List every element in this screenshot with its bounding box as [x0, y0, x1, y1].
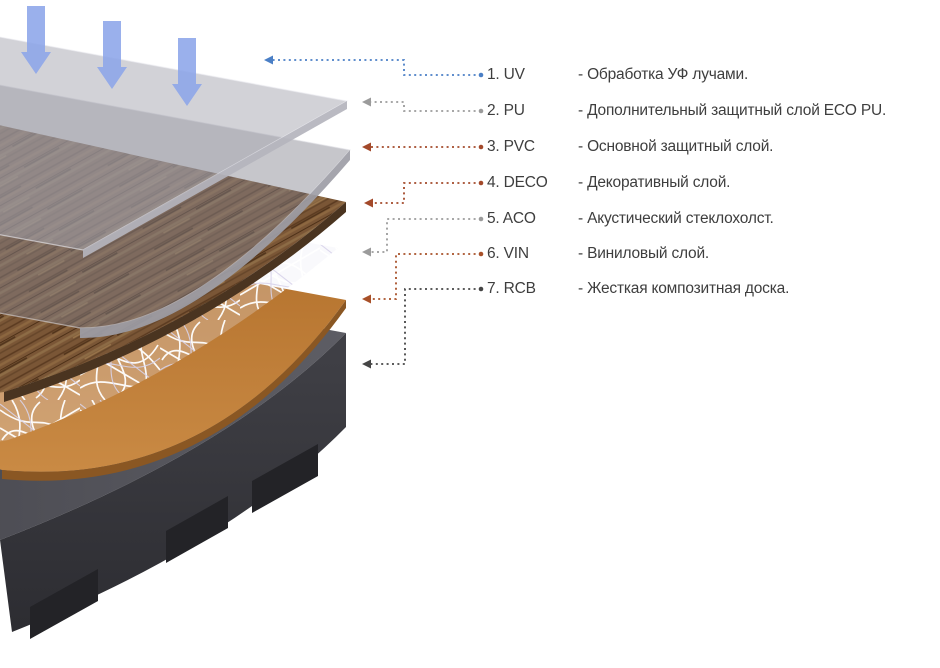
- uv-ray-arrow: [172, 38, 202, 106]
- leader-arrowhead: [362, 359, 371, 369]
- pu-front-edge: [83, 101, 347, 258]
- rcb-foot: [252, 444, 318, 513]
- rcb-feet: [30, 444, 318, 639]
- leader-arrowhead: [264, 55, 273, 65]
- leader-arrowhead: [362, 97, 371, 107]
- uv-ray-arrow: [21, 6, 51, 74]
- leader-dot: [478, 108, 484, 114]
- leader-dot: [478, 251, 484, 257]
- leader-uv: [264, 55, 484, 78]
- rcb-foot: [30, 569, 98, 639]
- leader-arrowhead: [362, 247, 371, 257]
- deco-front-edge: [4, 202, 346, 402]
- leader-rcb: [362, 286, 484, 369]
- leader-dot: [478, 180, 484, 186]
- leader-dot: [478, 72, 484, 78]
- uv-ray-arrow: [97, 21, 127, 89]
- rcb-front-face: [0, 333, 346, 632]
- leader-lines: [264, 55, 484, 369]
- leader-pvc: [362, 142, 484, 152]
- leader-deco: [364, 180, 484, 208]
- leader-arrowhead: [364, 198, 373, 208]
- leader-vin: [362, 251, 484, 304]
- pu-layer-graphic: [0, 36, 349, 258]
- leader-dot: [478, 216, 484, 222]
- leader-arrowhead: [362, 294, 371, 304]
- leader-pu: [362, 97, 484, 114]
- uv-rays-arrows: [21, 6, 202, 106]
- rcb-foot: [166, 496, 228, 563]
- leader-dot: [478, 286, 484, 292]
- leader-aco: [362, 216, 484, 257]
- leader-arrowhead: [362, 142, 371, 152]
- leader-dot: [478, 144, 484, 150]
